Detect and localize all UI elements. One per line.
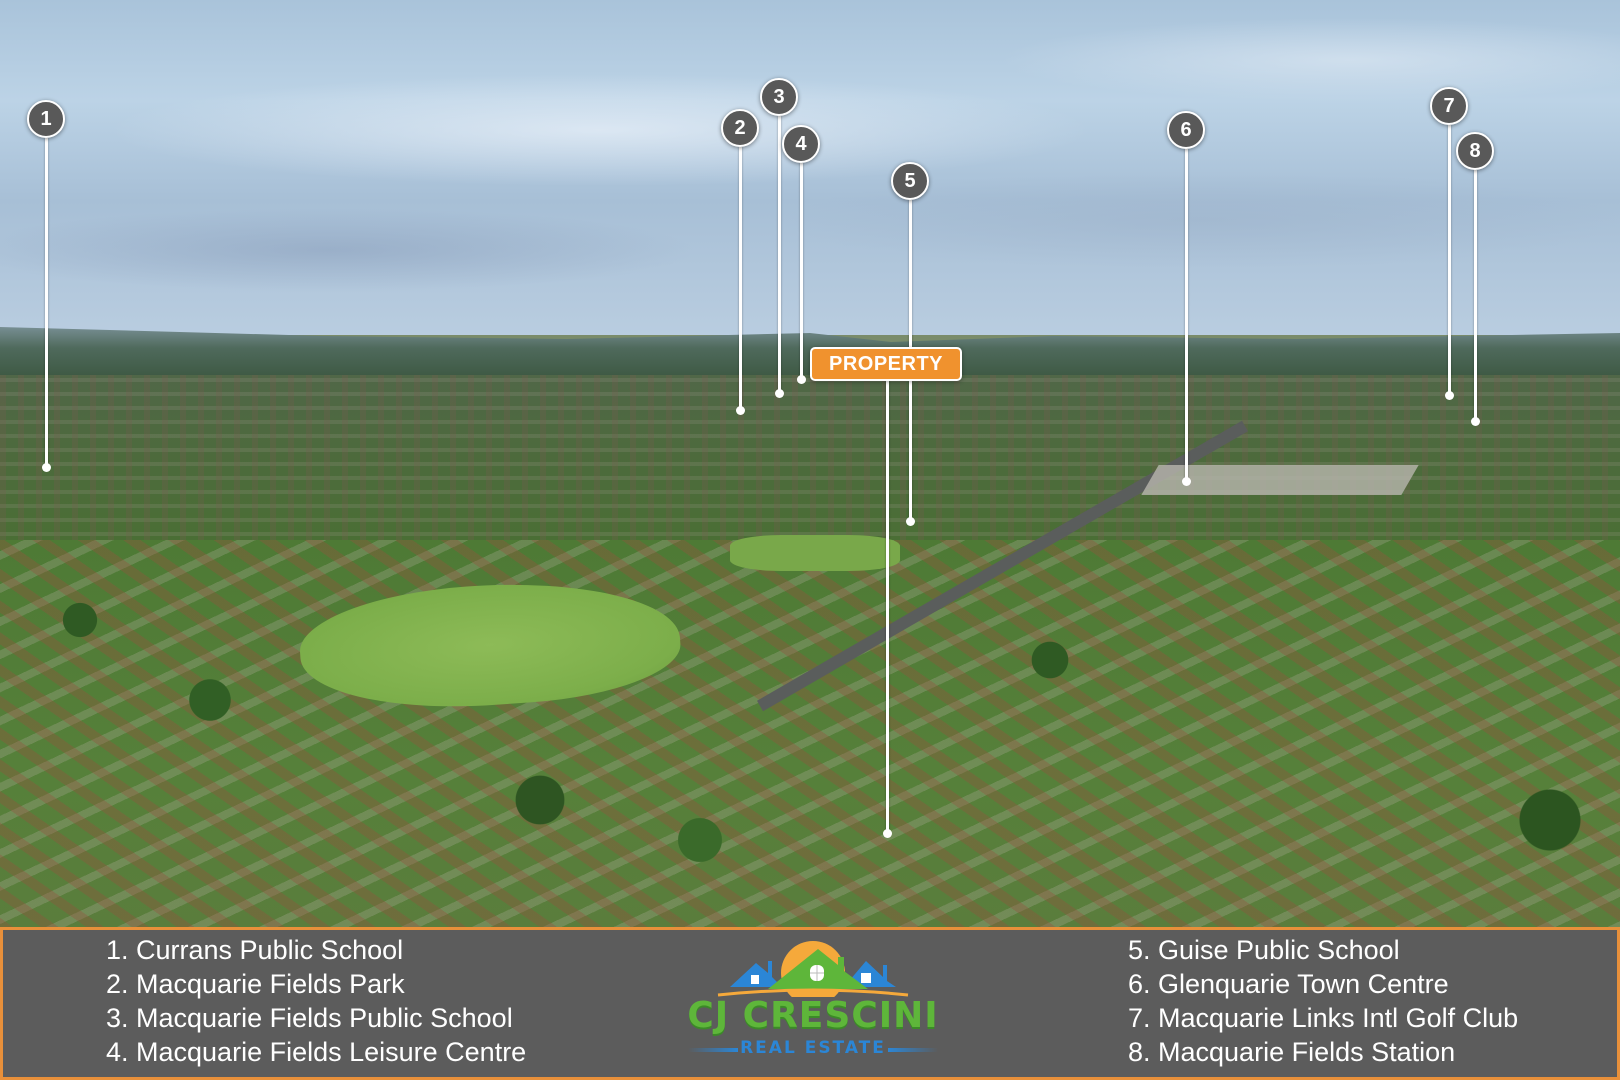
logo-subtitle: REAL ESTATE: [740, 1038, 886, 1058]
logo-bar-right: [888, 1048, 938, 1052]
marker-7-line: [1447, 125, 1451, 395]
marker-1-dot: [41, 462, 51, 472]
legend-item-6: 6. Glenquarie Town Centre: [1128, 969, 1449, 999]
marker-7-pin: 7: [1430, 87, 1468, 125]
house-roofline-sun-icon: [717, 941, 909, 997]
property-label: PROPERTY: [810, 347, 962, 381]
marker-4-pin: 4: [782, 125, 820, 163]
marker-3-dot: [774, 388, 784, 398]
legend-column-right: 5. Guise Public School 6. Glenquarie Tow…: [1128, 933, 1518, 1069]
marker-3-line: [777, 116, 781, 393]
school-field: [730, 535, 900, 571]
legend-column-left: 1. Currans Public School 2. Macquarie Fi…: [106, 933, 526, 1069]
legend-item-4: 4. Macquarie Fields Leisure Centre: [106, 1037, 527, 1067]
property-marker-dot: [882, 828, 892, 838]
marker-2-line: [738, 147, 742, 410]
logo-name: CJ CRESCINI: [687, 995, 939, 1036]
legend-item-3: 3. Macquarie Fields Public School: [106, 1003, 513, 1033]
marker-8-pin: 8: [1456, 132, 1494, 170]
legend-panel: 1. Currans Public School 2. Macquarie Fi…: [0, 927, 1620, 1080]
marker-2-dot: [735, 405, 745, 415]
marker-2-pin: 2: [721, 109, 759, 147]
legend-item-1: 1. Currans Public School: [106, 935, 404, 965]
marker-5-dot: [905, 516, 915, 526]
marker-3-pin: 3: [760, 78, 798, 116]
aerial-photo: [0, 0, 1620, 927]
marker-1-pin: 1: [27, 100, 65, 138]
distant-suburbs: [0, 350, 1620, 550]
marker-8-dot: [1470, 416, 1480, 426]
near-suburbs: [0, 540, 1620, 927]
legend-item-5: 5. Guise Public School: [1128, 935, 1400, 965]
legend-item-8: 8. Macquarie Fields Station: [1128, 1037, 1456, 1067]
marker-6-dot: [1181, 476, 1191, 486]
legend-item-2: 2. Macquarie Fields Park: [106, 969, 405, 999]
marker-7-dot: [1444, 390, 1454, 400]
marker-4-line: [799, 163, 803, 379]
marker-4-dot: [796, 374, 806, 384]
company-logo: CJ CRESCINI REAL ESTATE: [668, 935, 958, 1075]
logo-bar-left: [688, 1048, 738, 1052]
marker-8-line: [1473, 170, 1477, 421]
property-marker-line: [885, 380, 889, 833]
marker-6-line: [1184, 149, 1188, 481]
marker-6-pin: 6: [1167, 111, 1205, 149]
legend-item-7: 7. Macquarie Links Intl Golf Club: [1128, 1003, 1519, 1033]
marker-5-pin: 5: [891, 162, 929, 200]
sky: [0, 0, 1620, 335]
marker-1-line: [44, 138, 48, 467]
